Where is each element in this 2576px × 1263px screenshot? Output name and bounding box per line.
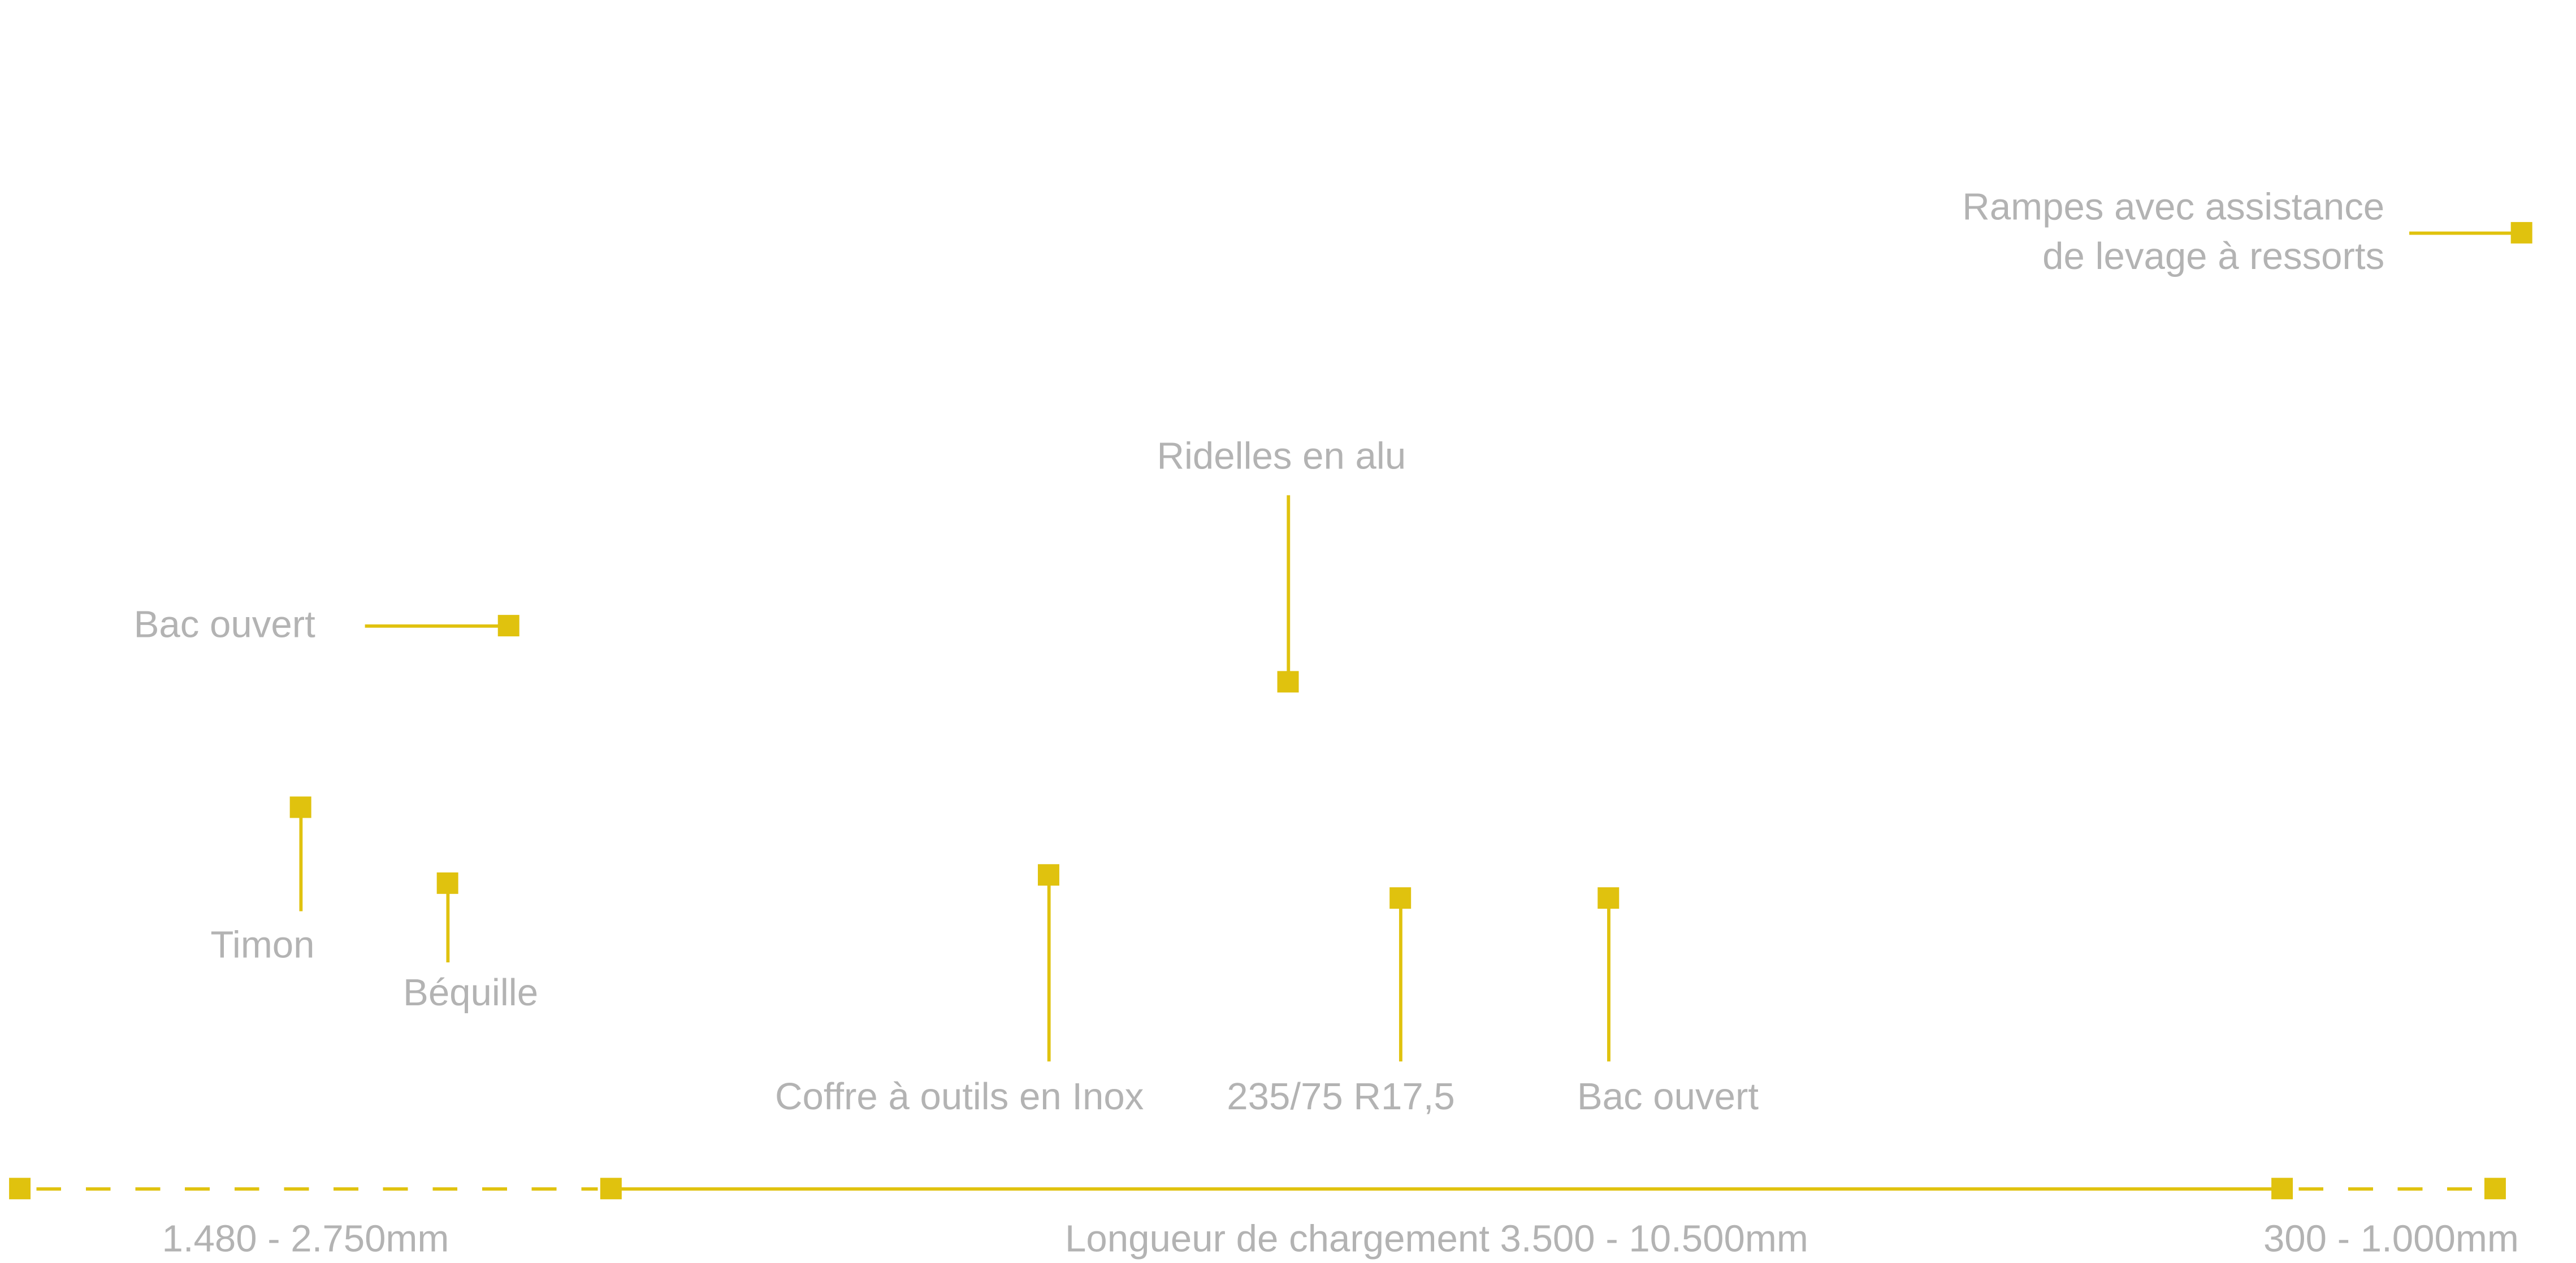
- callout-pneus: 235/75 R17,5: [1227, 1074, 1455, 1118]
- dimension-marker-loading-start: [600, 1178, 622, 1200]
- leader-line-coffre: [1047, 875, 1050, 1062]
- dimension-marker-start: [9, 1178, 31, 1200]
- callout-rampes: Rampes avec assistance de levage à resso…: [1962, 181, 2384, 280]
- callout-ridelles: Ridelles en alu: [1157, 434, 1406, 478]
- dimension-label-loading-length: Longueur de chargement 3.500 - 10.500mm: [1065, 1216, 1808, 1260]
- leader-line-pneus: [1399, 898, 1402, 1062]
- leader-line-rampes: [2409, 231, 2518, 235]
- callout-bac-ouvert-rear: Bac ouvert: [1577, 1074, 1759, 1118]
- dimension-marker-loading-end: [2271, 1178, 2293, 1200]
- leader-line-ridelles: [1287, 495, 1289, 680]
- leader-line-bac-ouvert-front: [365, 624, 505, 627]
- dimension-rear-dashed: [2298, 1187, 2484, 1190]
- dimension-loading-solid: [611, 1187, 2283, 1190]
- marker-ridelles: [1277, 671, 1299, 693]
- callout-rampes-line2: de levage à ressorts: [2042, 234, 2385, 277]
- callout-coffre: Coffre à outils en Inox: [775, 1074, 1144, 1118]
- callout-bequille: Béquille: [403, 970, 539, 1014]
- dimension-label-front: 1.480 - 2.750mm: [162, 1216, 449, 1260]
- marker-rampes: [2510, 222, 2532, 244]
- leader-line-bequille: [446, 883, 449, 963]
- callout-bac-ouvert-front: Bac ouvert: [133, 602, 315, 646]
- leader-line-timon: [299, 807, 302, 912]
- marker-bac-ouvert-front: [497, 615, 519, 637]
- callout-rampes-line1: Rampes avec assistance: [1962, 185, 2385, 228]
- dimension-marker-end: [2484, 1178, 2506, 1200]
- dimension-front-dashed: [36, 1187, 598, 1190]
- leader-line-bac-ouvert-rear: [1607, 898, 1610, 1062]
- callout-timon: Timon: [210, 922, 315, 966]
- dimension-label-rear: 300 - 1.000mm: [2263, 1216, 2519, 1260]
